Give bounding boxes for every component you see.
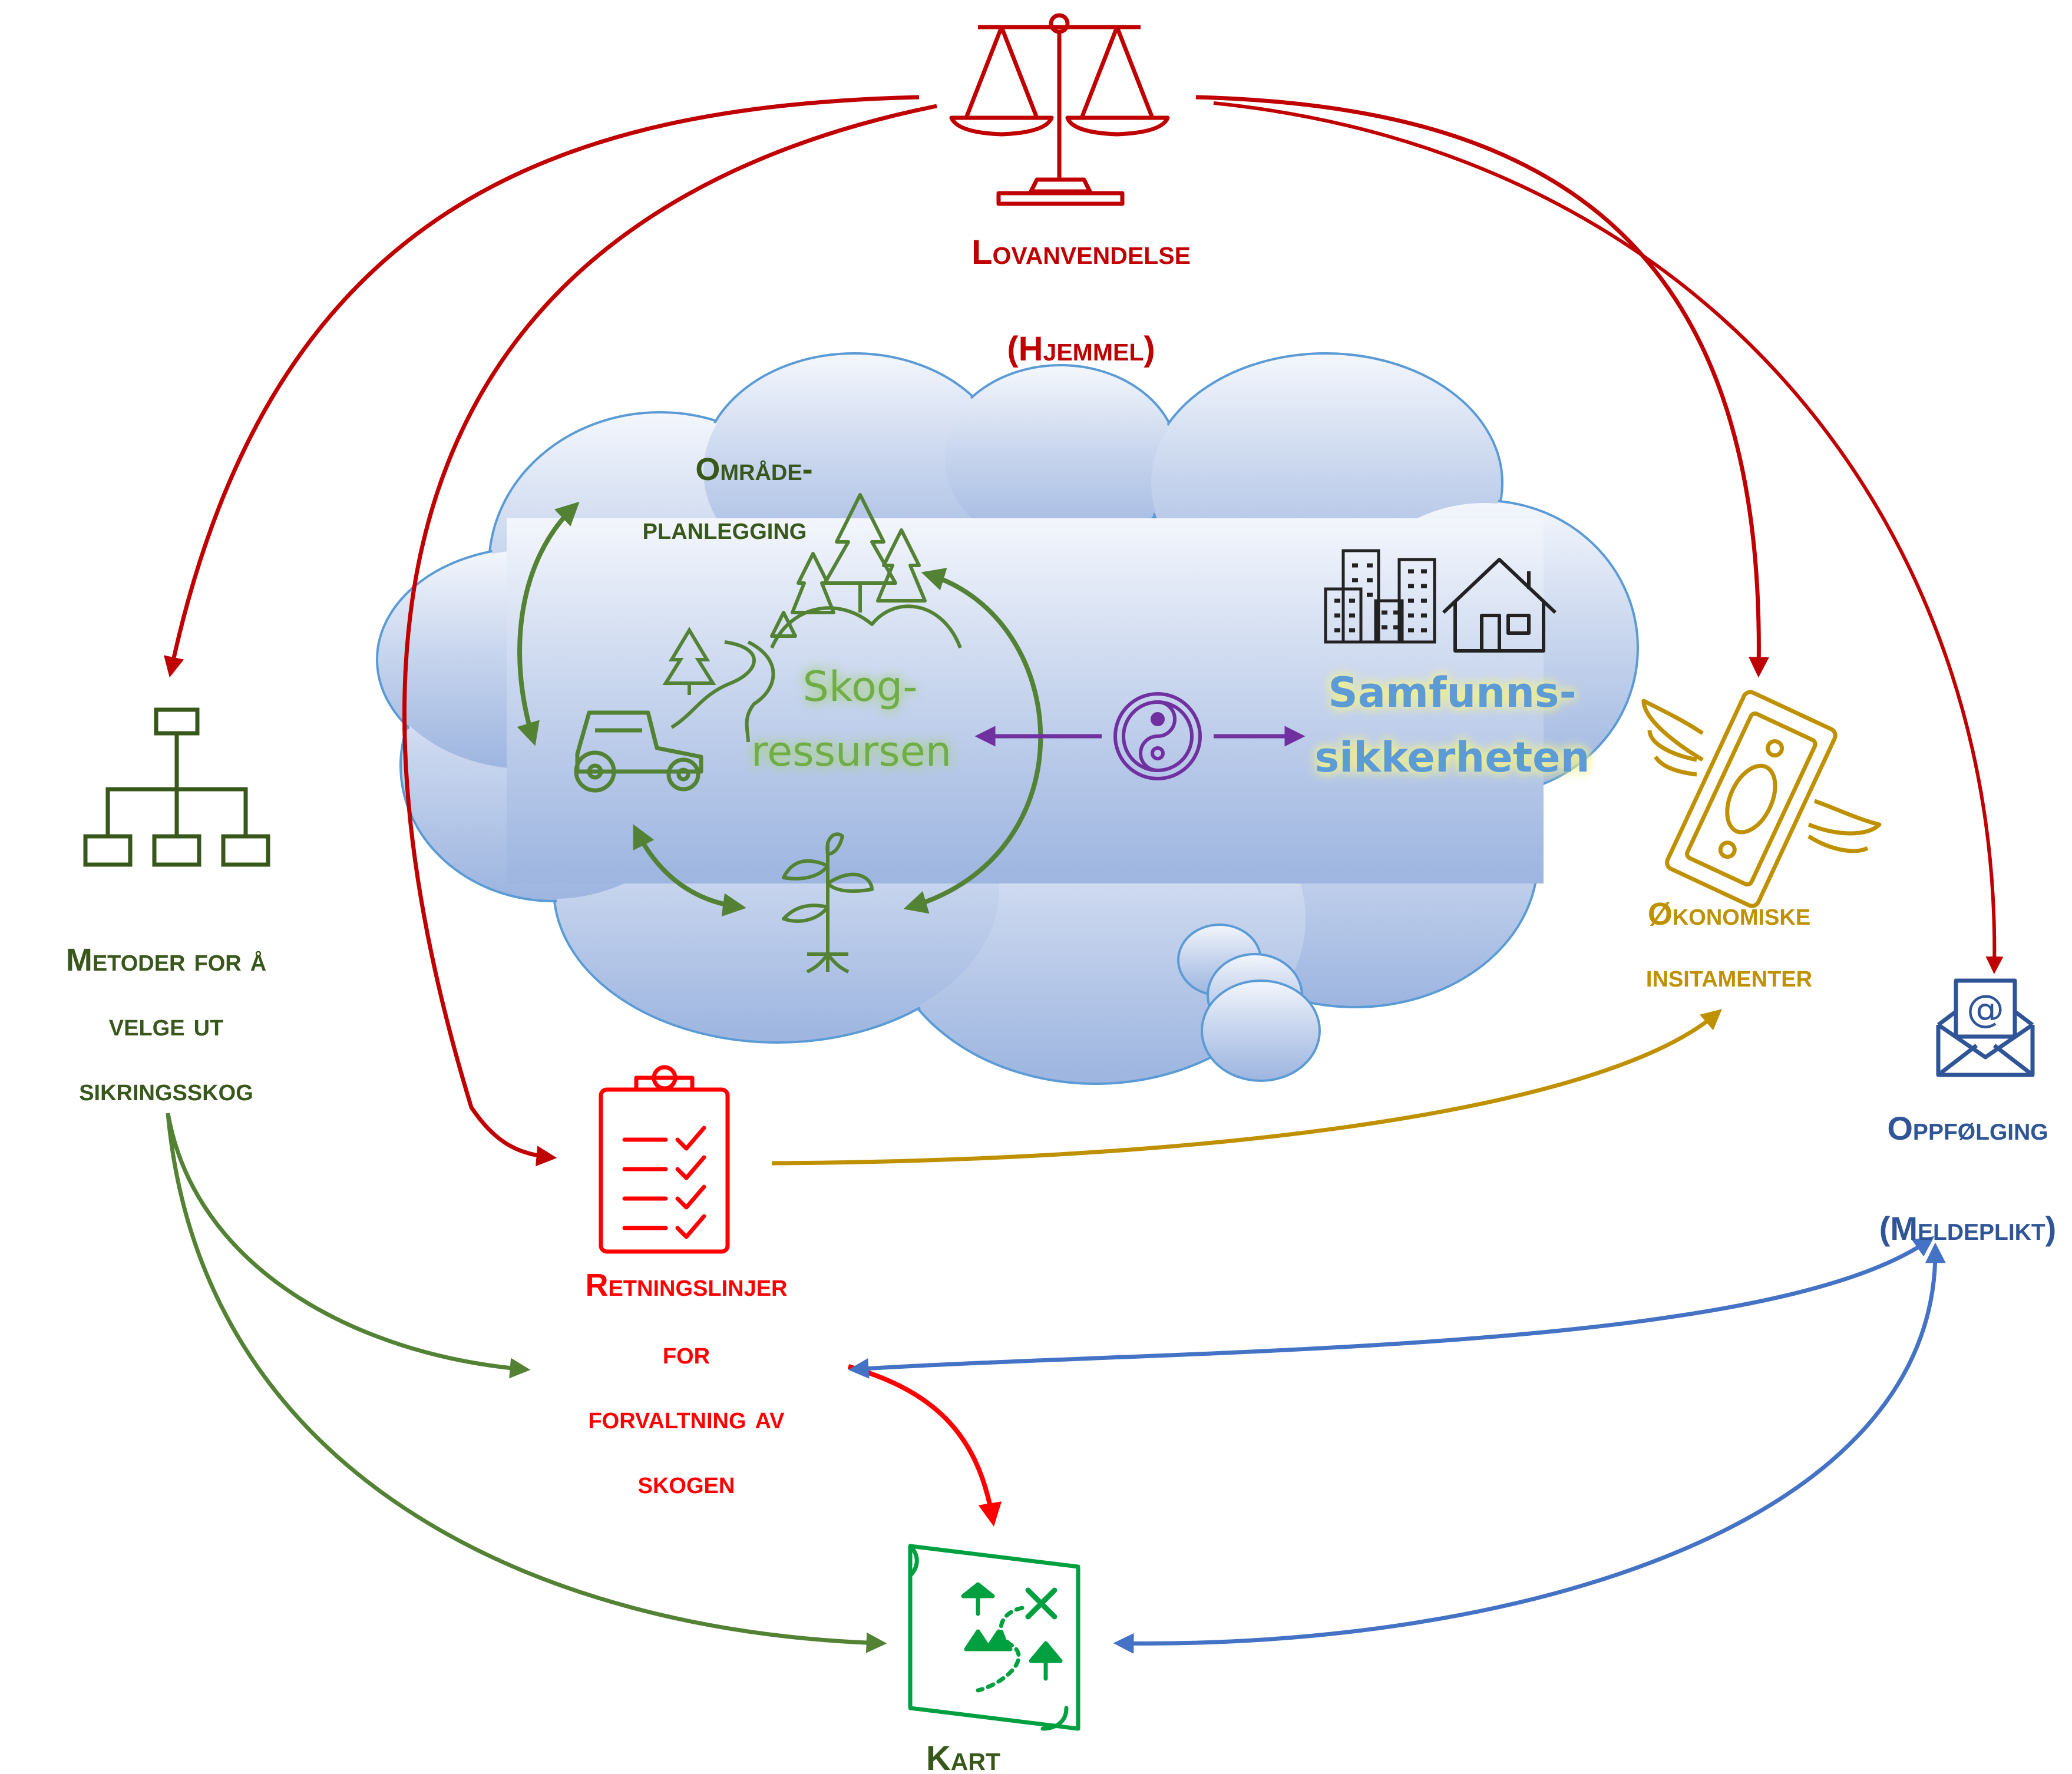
- guidelines-label-line3: forvaltning av: [588, 1400, 785, 1435]
- guidelines-label-line4: skogen: [638, 1465, 735, 1500]
- checklist-icon: [599, 1065, 730, 1254]
- followup-subtitle: (Meldeplikt): [1879, 1210, 2057, 1247]
- methods-label-line3: sikringsskog: [79, 1072, 253, 1107]
- house-icon: [1442, 558, 1557, 653]
- yin-yang-icon: [1113, 692, 1202, 780]
- guidelines-label-line1: Retningslinjer: [585, 1267, 787, 1303]
- arrow-cycle-left: [517, 501, 580, 746]
- economic-label-line1: Økonomiske: [1648, 896, 1810, 932]
- arrow-cycle-bottom: [633, 824, 746, 917]
- followup-title: Oppfølging: [1887, 1110, 2048, 1147]
- society-safety-line1: Samfunns-: [1328, 668, 1576, 717]
- hierarchy-icon: [83, 707, 270, 867]
- law-title: Lovanvendelse: [971, 233, 1191, 272]
- flying-money-icon: [1641, 690, 1882, 908]
- society-safety-line2: sikkerheten: [1315, 733, 1590, 782]
- sapling-icon: [782, 832, 874, 974]
- email-envelope-icon: @: [1936, 978, 2035, 1077]
- scales-icon: [949, 13, 1170, 206]
- svg-text:@: @: [1967, 988, 2004, 1031]
- law-subtitle: (Hjemmel): [1007, 330, 1155, 368]
- forest-resource-line2: ressursen: [751, 727, 951, 776]
- arrow-guidelines-to-map: [847, 1364, 1002, 1527]
- forest-hill-icon: [770, 493, 962, 649]
- arrow-law-to-guidelines: [402, 104, 937, 1167]
- arrow-methods-to-map: [166, 1113, 887, 1653]
- arrow-guidelines-to-economic: [771, 1009, 1722, 1166]
- arrow-law-to-methods: [163, 95, 920, 678]
- arrow-followup-map: [1113, 1242, 1946, 1654]
- economic-label-line2: insitamenter: [1646, 958, 1812, 994]
- arrow-methods-to-guidelines: [166, 1113, 531, 1379]
- methods-label-line2: velge ut: [109, 1007, 223, 1042]
- arrow-followup-guidelines: [848, 1236, 1935, 1379]
- methods-label-line1: Metoder for å: [66, 942, 266, 978]
- city-buildings-icon: [1324, 549, 1436, 644]
- area-planning-line1: Område-: [695, 452, 812, 487]
- thought-cloud: [376, 352, 1639, 1085]
- arrow-law-to-followup: [1213, 101, 2004, 974]
- area-planning-line2: planlegging: [643, 511, 807, 546]
- arrow-law-to-economic: [1195, 95, 1769, 678]
- forest-resource-line1: Skog-: [803, 663, 918, 711]
- river-icon: [662, 627, 775, 743]
- map-title: Kart: [926, 1739, 1000, 1774]
- treasure-map-icon: [908, 1544, 1080, 1731]
- guidelines-label-line2: for: [663, 1335, 710, 1371]
- arrows: [163, 95, 2004, 1654]
- tractor-icon: [574, 710, 703, 793]
